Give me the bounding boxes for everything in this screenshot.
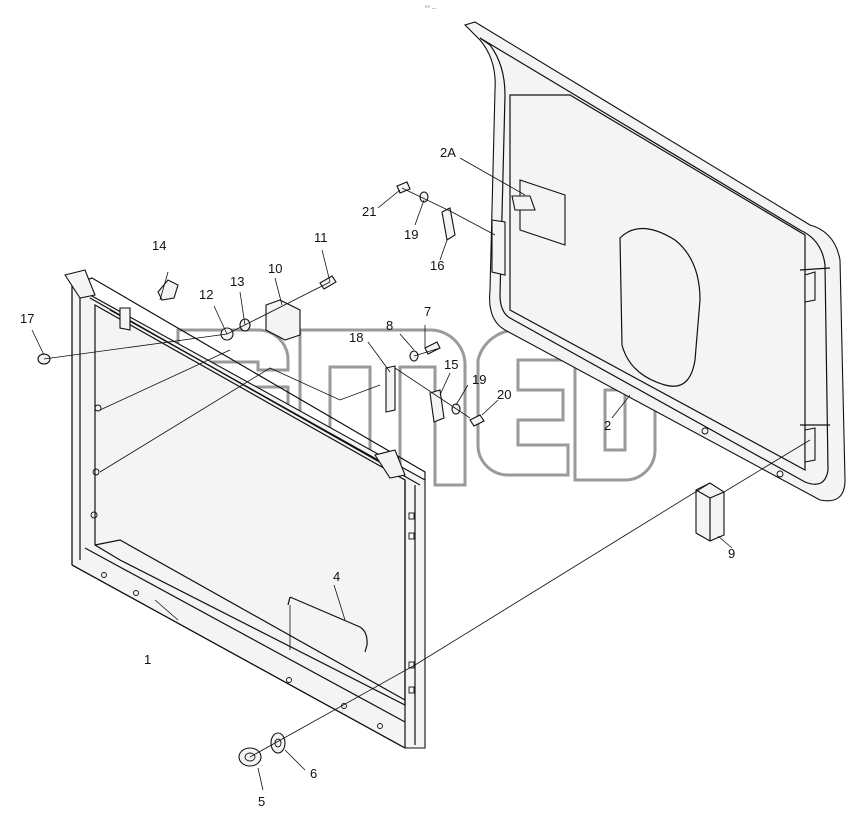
assembly-lines — [31, 157, 811, 791]
label-8: 8 — [386, 318, 393, 333]
handle-part-4 — [287, 596, 368, 653]
part-15-latch — [429, 389, 445, 423]
label-17: 17 — [20, 311, 34, 326]
part-6-washer — [270, 732, 286, 754]
label-14: 14 — [152, 238, 166, 253]
label-2: 2 — [604, 418, 611, 433]
label-19-lower: 19 — [472, 372, 486, 387]
label-21: 21 — [362, 204, 376, 219]
part-20-bolt — [469, 414, 485, 427]
rear-panel — [463, 21, 846, 502]
label-10: 10 — [268, 261, 282, 276]
part-18-strap — [385, 365, 396, 413]
corner-mark: °° ∙∙∙ — [425, 6, 436, 12]
part-9-block — [695, 482, 725, 542]
label-18: 18 — [349, 330, 363, 345]
label-13: 13 — [230, 274, 244, 289]
label-19-upper: 19 — [404, 227, 418, 242]
label-11: 11 — [314, 230, 328, 245]
label-6: 6 — [310, 766, 317, 781]
label-1: 1 — [144, 652, 151, 667]
label-15: 15 — [444, 357, 458, 372]
label-12: 12 — [199, 287, 213, 302]
front-frame — [64, 269, 426, 749]
label-20: 20 — [497, 387, 511, 402]
label-16: 16 — [430, 258, 444, 273]
label-2a: 2A — [440, 145, 456, 160]
label-5: 5 — [258, 794, 265, 809]
label-4: 4 — [333, 569, 340, 584]
label-7: 7 — [424, 304, 431, 319]
part-11-bolt — [319, 275, 337, 290]
part-number-labels: 1 2 2A 4 5 6 7 8 9 10 11 12 13 14 15 16 … — [20, 145, 735, 809]
part-14-bumper — [157, 279, 179, 301]
label-9: 9 — [728, 546, 735, 561]
